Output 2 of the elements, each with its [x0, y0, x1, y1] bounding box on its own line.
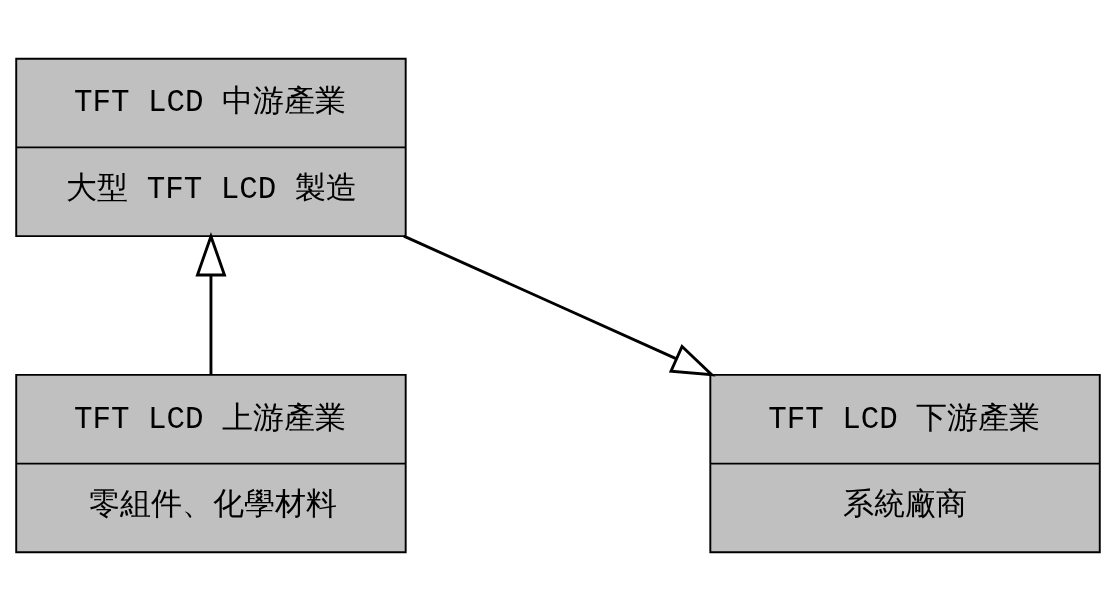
arrow: [403, 234, 716, 376]
arrow: [195, 231, 227, 375]
